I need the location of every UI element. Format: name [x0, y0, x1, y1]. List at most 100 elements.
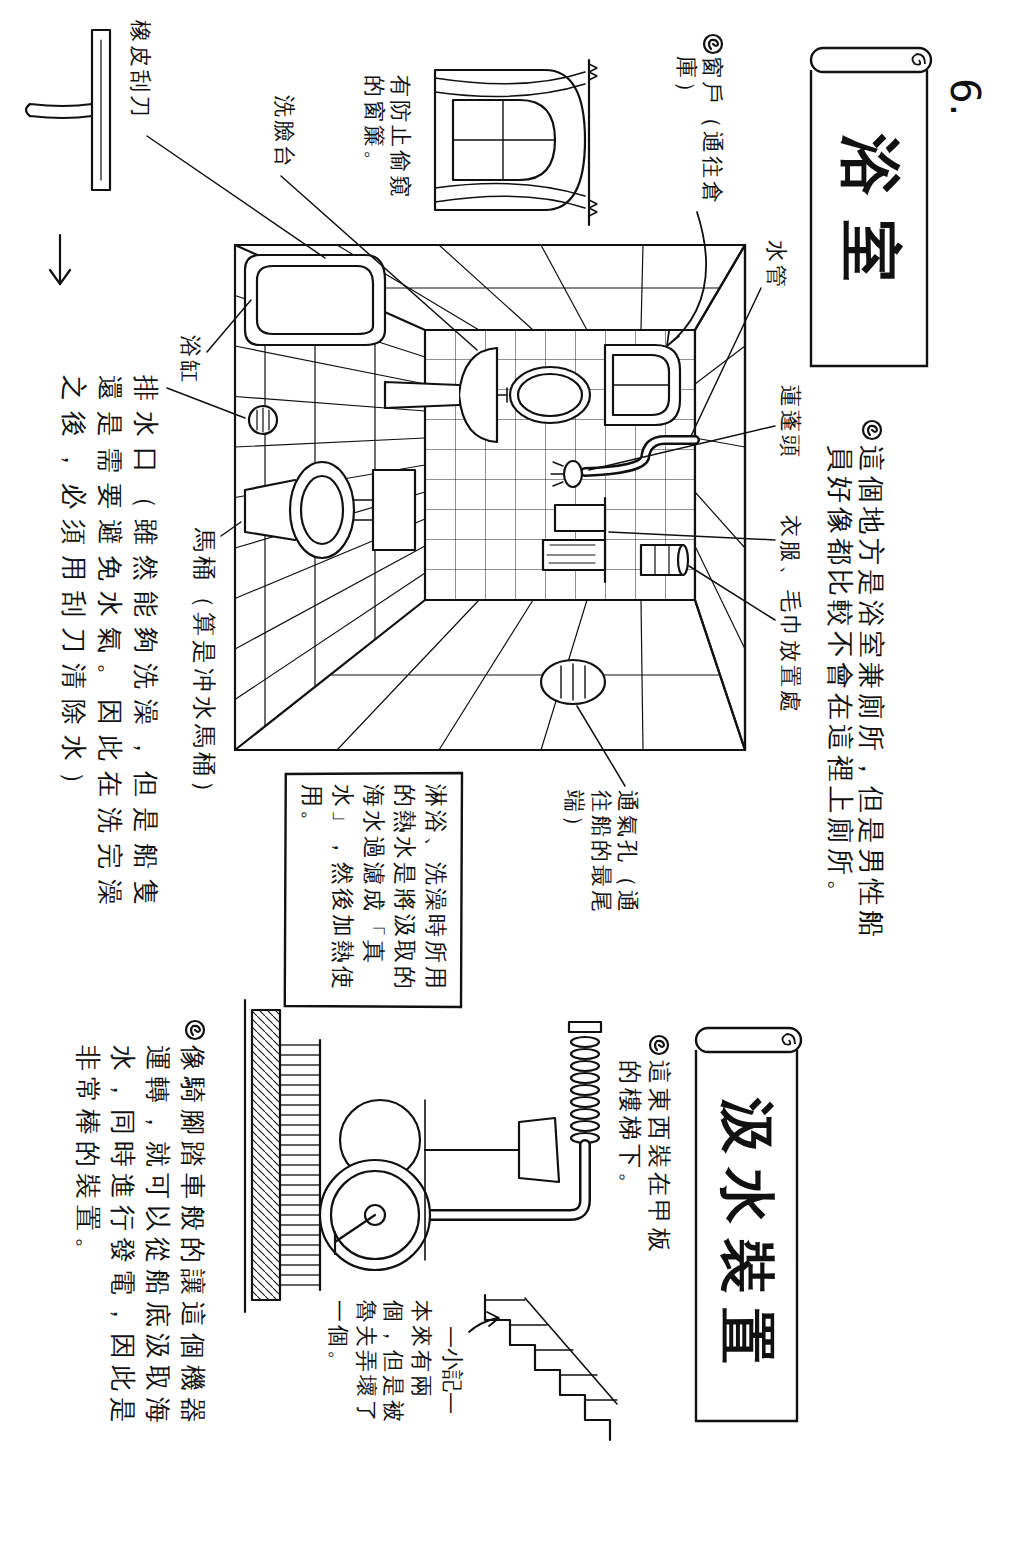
- floor-drain: [257, 408, 269, 432]
- towel-rack: [547, 545, 595, 563]
- box-border: [285, 773, 462, 1007]
- pump-device: [335, 1215, 375, 1254]
- floor-drain: [249, 406, 277, 434]
- bathroom-room: [695, 346, 745, 649]
- part-label: 蓮蓬頭: [778, 385, 803, 485]
- leader-line: [589, 426, 775, 470]
- part-label: 窗戶（通往倉庫）: [672, 56, 725, 211]
- toilet: [353, 500, 373, 520]
- bathroom-room: [425, 330, 695, 600]
- swirl-mark: [186, 1021, 204, 1039]
- leader-line: [207, 300, 251, 352]
- squeegee: [92, 30, 110, 190]
- wash-basin: [497, 388, 507, 402]
- room-window: [613, 355, 669, 415]
- pump-device: [280, 1040, 320, 1290]
- pump-device: [331, 1171, 419, 1259]
- scroll-sheet: [811, 70, 927, 366]
- leader-line: [691, 288, 761, 436]
- note-text: 這個地方是浴室兼廁所，但是男性船員好像都比較不會在這裡上廁所。: [825, 445, 887, 970]
- swirl-mark: [191, 1026, 200, 1035]
- mirror: [510, 367, 590, 423]
- bathroom-room: [235, 245, 745, 750]
- pump-device: [571, 1073, 599, 1083]
- squeegee: [100, 40, 101, 180]
- toilet: [301, 476, 343, 544]
- swirl-mark: [650, 1036, 668, 1054]
- window-curtain-sketch: [453, 100, 555, 180]
- bathtub: [257, 266, 373, 334]
- air-vent: [541, 660, 605, 704]
- pump-device: [424, 1100, 426, 1260]
- pump-device: [425, 1149, 519, 1151]
- scroll-curl: [912, 54, 925, 65]
- toilet: [290, 462, 354, 558]
- note-text: 這東西裝在甲板的樓梯下。: [615, 1060, 673, 1265]
- wash-basin: [459, 348, 497, 442]
- window-curtain-sketch: [435, 72, 585, 97]
- leader-line: [221, 522, 241, 536]
- air-vent: [541, 660, 605, 704]
- pump-device: [425, 1145, 585, 1215]
- pump-device: [571, 1061, 599, 1071]
- bathtub: [245, 255, 385, 345]
- part-label: 洗臉台: [272, 95, 297, 190]
- part-label: 馬桶（算是冲水馬桶）: [189, 528, 217, 828]
- bathroom-room: [235, 245, 745, 750]
- part-label: 衣服、毛巾放置處: [778, 515, 803, 775]
- section-title: 浴室: [836, 134, 904, 306]
- leader-line: [167, 388, 245, 418]
- part-label: 浴缸: [178, 335, 203, 405]
- air-vent: [561, 664, 585, 700]
- squeegee: [26, 104, 92, 118]
- stairs-sketch: [485, 1295, 617, 1440]
- leader-line: [577, 706, 625, 786]
- note-arrow: [469, 1312, 499, 1332]
- pump-device: [571, 1109, 599, 1119]
- swirl-mark: [650, 1036, 668, 1054]
- swirl-mark: [704, 35, 722, 53]
- window-arrow: [667, 212, 706, 346]
- leader-line: [281, 176, 477, 350]
- towel-rack: [678, 545, 688, 575]
- swirl-mark: [863, 421, 881, 439]
- leader-line: [147, 136, 325, 258]
- scroll-roll: [696, 1028, 801, 1052]
- leader-line: [689, 566, 775, 620]
- pump-device: [245, 1000, 601, 1312]
- pump-device: [425, 1145, 585, 1215]
- direction-arrow: [50, 235, 70, 284]
- swirl-mark: [868, 426, 877, 435]
- part-label: 水管: [764, 240, 789, 320]
- room-window: [613, 384, 669, 385]
- note-text: 像騎腳踏車般的讓這個機器運轉，就可以從船底汲取海水，同時進行發電，因此是非常棒的…: [70, 1045, 210, 1445]
- window-curtain-sketch: [435, 70, 585, 210]
- swirl-mark: [186, 1021, 204, 1039]
- pump-device: [519, 1118, 559, 1182]
- stairs-sketch: [485, 1300, 617, 1400]
- pump-device: [320, 1160, 430, 1270]
- pump-device: [571, 1049, 599, 1059]
- towel-rack: [641, 545, 683, 575]
- part-label: 通氣孔（通往船的最尾端）: [561, 790, 640, 920]
- swirl-mark: [704, 35, 722, 53]
- pump-device: [571, 1037, 599, 1047]
- note-box: 淋浴、洗澡時所用的熱水是將汲取的海水過濾成「真水」，然後加熱使用。: [282, 770, 465, 1010]
- swirl-mark: [655, 1041, 664, 1050]
- text-group: 汲水裝置: [717, 1098, 779, 1378]
- bathroom-room: [235, 245, 745, 750]
- swirl-mark: [863, 421, 881, 439]
- wash-basin: [385, 348, 507, 442]
- leader-line: [609, 532, 775, 540]
- text-group: 淋浴、洗澡時所用的熱水是將汲取的海水過濾成「真水」，然後加熱使用。: [296, 784, 451, 996]
- leader-line: [147, 136, 775, 786]
- wash-basin: [385, 382, 459, 408]
- scroll-roll: [811, 48, 931, 72]
- pump-device: [571, 1085, 599, 1095]
- section-title: 汲水裝置: [717, 1098, 779, 1378]
- text-group: 浴室: [836, 134, 904, 306]
- toilet: [245, 462, 415, 558]
- note-heading: —小記—: [440, 1300, 465, 1440]
- bathtub: [245, 255, 385, 345]
